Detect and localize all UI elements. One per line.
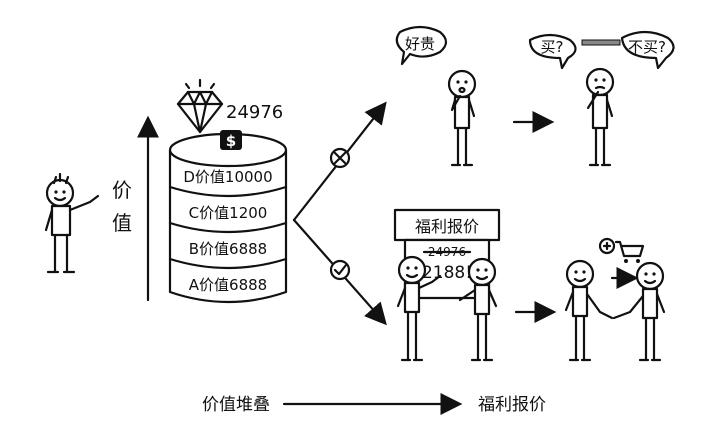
diamond-price: 24976 (226, 102, 283, 123)
customer-figure-hesitating (585, 67, 615, 167)
presenter-figure (44, 172, 100, 274)
dilemma-link (581, 39, 621, 46)
stack-level-c: C价值1200 (189, 204, 268, 222)
stack-level-d: D价值10000 (183, 168, 272, 186)
bubble-buy-text: 买? (541, 38, 564, 56)
speech-bubble-buy (528, 33, 577, 70)
check-icon (329, 259, 351, 281)
customer-figure-thinking (447, 69, 477, 167)
new-price: 2188! (422, 263, 472, 283)
axis-label-char-2: 值 (112, 211, 132, 235)
caption-to: 福利报价 (478, 395, 546, 415)
stack-level-a: A价值6888 (189, 276, 267, 294)
stack-level-b: B价值6888 (189, 240, 267, 258)
seller-figure (396, 255, 442, 362)
cross-icon (329, 147, 351, 169)
dollar-symbol: $ (226, 132, 236, 150)
offer-board-title: 福利报价 (415, 217, 479, 236)
bubble-expensive-text: 好贵 (405, 35, 435, 53)
diamond-icon (176, 78, 224, 134)
bubble-not-buy-text: 不买? (628, 38, 666, 56)
dollar-badge: $ (220, 130, 242, 150)
speech-bubble-not-buy (620, 30, 675, 70)
cart-plus-icon (598, 237, 645, 263)
speech-bubble-expensive (395, 25, 448, 66)
value-axis: 价 值 (112, 115, 159, 302)
handshake-seller-figure (564, 259, 614, 362)
handshake-buyer-figure (612, 261, 666, 362)
axis-label-char-1: 价 (112, 178, 132, 202)
caption-from: 价值堆叠 (202, 395, 270, 415)
buyer-figure-pleased (458, 257, 498, 362)
branch-arrows (292, 101, 387, 326)
